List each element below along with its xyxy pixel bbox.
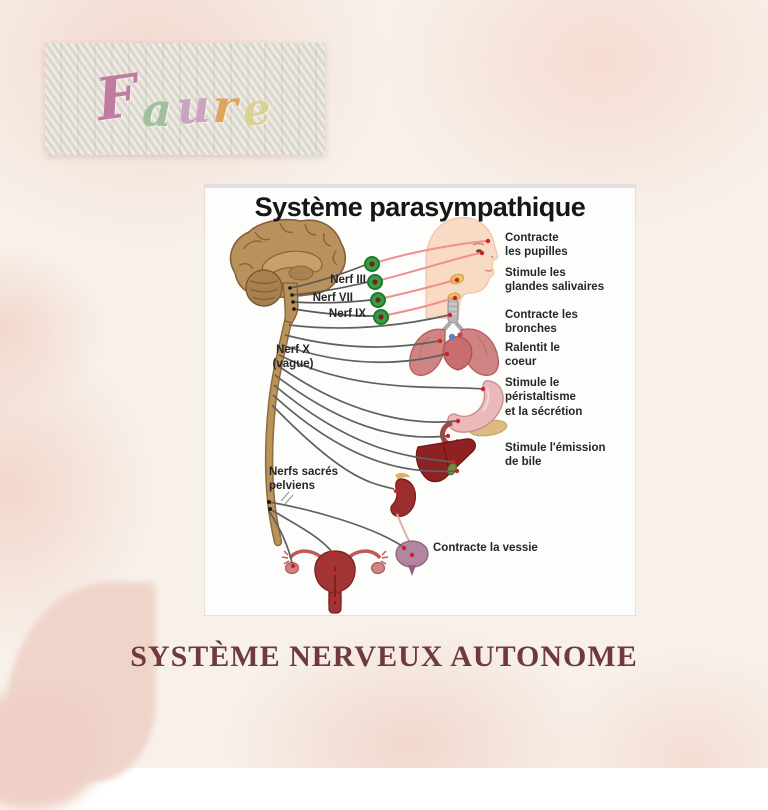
preganglionic-nerve-lines <box>289 264 375 317</box>
effect-label-bladder: Contracte la vessie <box>433 542 538 554</box>
nerve-root-dots <box>267 286 296 511</box>
brain-illustration <box>229 218 347 324</box>
red-endpoint-dots <box>290 238 491 602</box>
slide-title: SYSTÈME NERVEUX AUTONOME <box>130 640 638 673</box>
parasympathetic-diagram-art <box>229 216 508 614</box>
embroidered-letter: a <box>141 82 177 138</box>
ganglion-dots <box>364 256 389 325</box>
embroidered-letter: e <box>240 83 277 137</box>
postganglionic-nerve-lines <box>377 240 487 316</box>
embroidered-letter: F <box>91 60 146 135</box>
effect-label-bile: Stimule l'émission de bile <box>505 442 606 469</box>
hash-marks <box>280 491 294 505</box>
effect-label-bronchi: Contracte les bronches <box>505 309 578 336</box>
embroidered-logo-photo: Faure <box>45 43 325 155</box>
liver-illustration <box>415 438 477 483</box>
diagram-panel: Système parasympathique Nerf III Nerf VI… <box>205 185 635 615</box>
effect-label-peristalsis: Stimule le péristaltisme et la sécrétion <box>505 377 583 418</box>
kidney-illustration <box>390 472 417 544</box>
leaf-shape-decoration-small <box>0 690 100 810</box>
embroidered-letter: u <box>174 78 216 135</box>
nerve-label-vii: Nerf VII <box>312 292 353 304</box>
sacral-nerve-lines <box>268 501 403 564</box>
uterus-illustration <box>281 549 389 614</box>
vagus-nerve-lines <box>271 314 484 490</box>
spinal-cord-illustration <box>264 312 294 547</box>
embroidered-letter: r <box>212 79 243 134</box>
nerve-label-x-vagus: Nerf X (vague) <box>272 344 314 371</box>
vessel-blue <box>448 333 456 341</box>
ovary-right <box>370 561 386 575</box>
vessel-red <box>457 332 463 338</box>
heart-illustration <box>442 332 473 371</box>
bladder-illustration <box>395 540 429 576</box>
panel-top-border <box>205 185 635 188</box>
nerve-label-iii: Nerf III <box>330 274 366 286</box>
effect-label-heart: Ralentit le coeur <box>505 342 560 369</box>
effect-label-pupils: Contracte les pupilles <box>505 232 568 259</box>
ureter <box>396 513 411 544</box>
nerve-label-ix: Nerf IX <box>328 308 366 320</box>
effect-label-salivary-glands: Stimule les glandes salivaires <box>505 267 605 294</box>
diagram-title: Système parasympathique <box>254 192 586 222</box>
embroidered-word: Faure <box>92 61 277 138</box>
nerve-label-sacral-pelvic: Nerfs sacrés pelviens <box>269 466 339 493</box>
